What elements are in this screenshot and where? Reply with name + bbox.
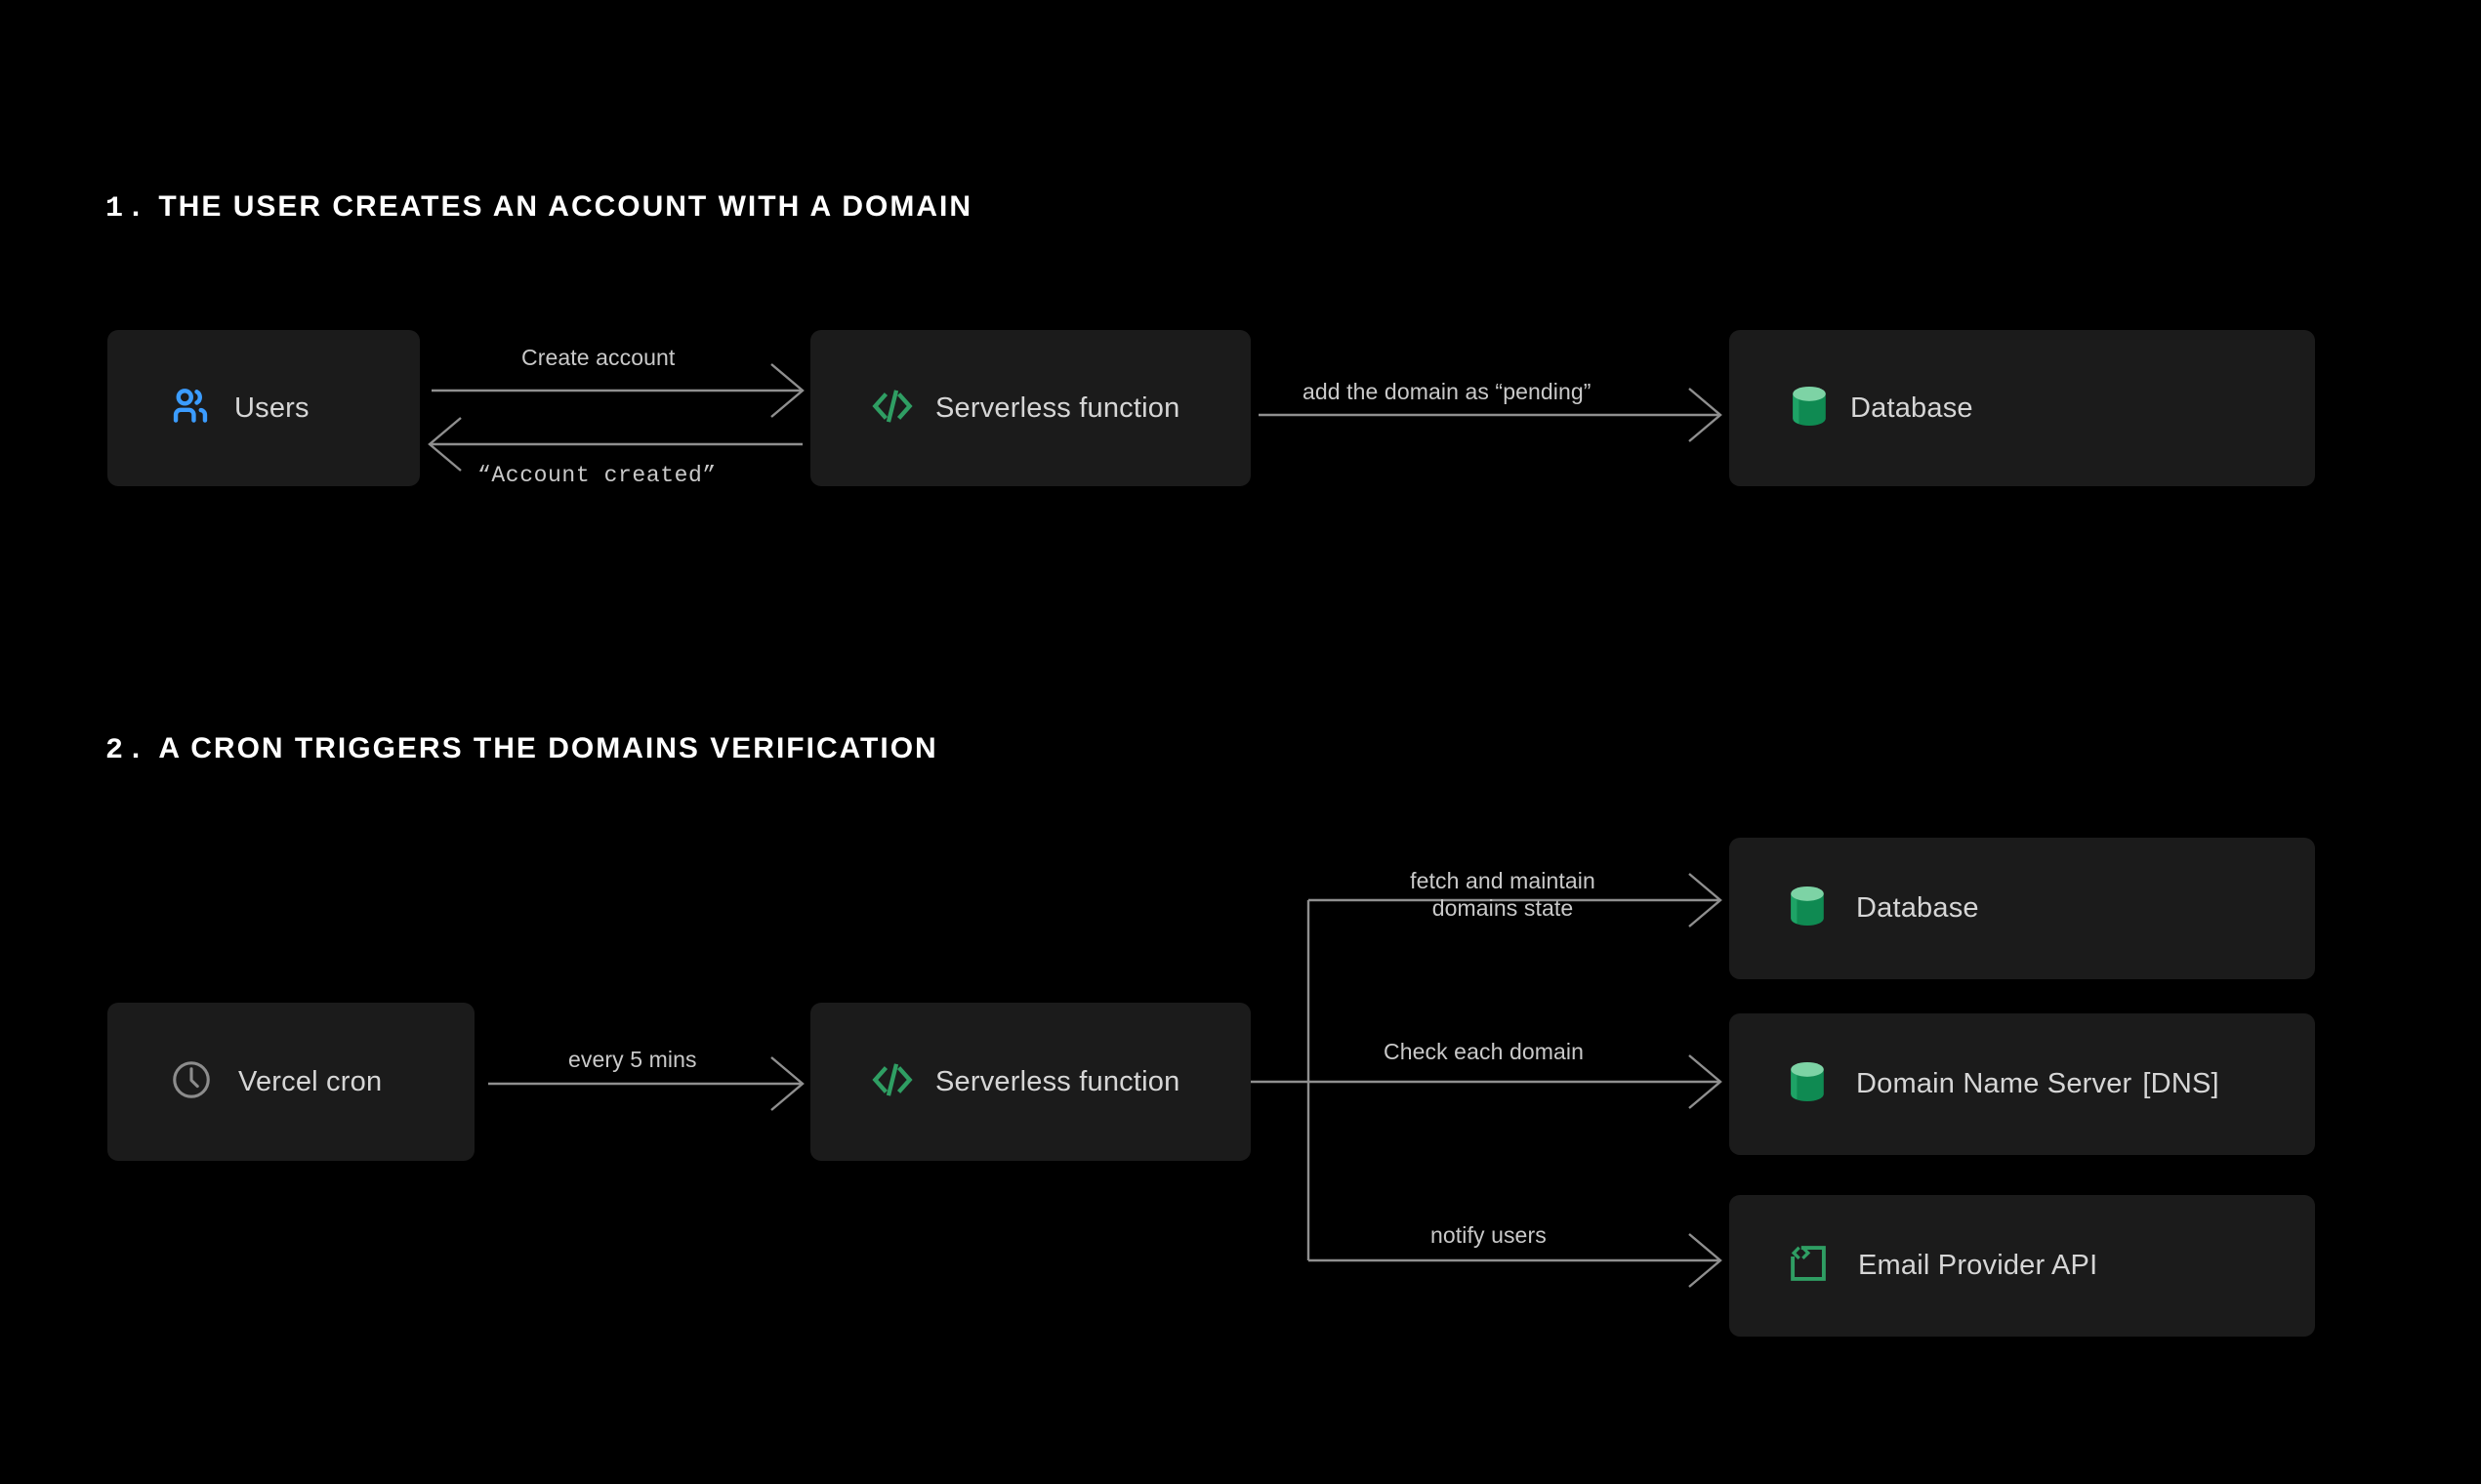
edge-label-create-account: Create account [521, 345, 676, 370]
section-1-number: 1. [105, 192, 149, 226]
node-dns-tag: [DNS] [2142, 1068, 2219, 1099]
section-2-title: A CRON TRIGGERS THE DOMAINS VERIFICATION [158, 732, 938, 764]
node-serverless-2-label: Serverless function [935, 1065, 1180, 1097]
node-database-1-content: Database [1729, 383, 1973, 434]
node-users[interactable]: Users [107, 330, 420, 486]
edge-label-fetch-maintain-line1: fetch and maintain [1410, 868, 1595, 893]
node-cron-label: Vercel cron [238, 1065, 383, 1097]
node-database-2-content: Database [1729, 883, 1979, 934]
section-2-title-spacer [148, 732, 158, 764]
node-vercel-cron[interactable]: Vercel cron [107, 1003, 475, 1161]
node-cron-content: Vercel cron [107, 1058, 382, 1106]
database-cylinder-icon [1788, 883, 1827, 934]
clock-icon [170, 1058, 213, 1106]
node-serverless-function-2[interactable]: Serverless function [810, 1003, 1251, 1161]
node-database-1[interactable]: Database [1729, 330, 2315, 486]
node-users-label: Users [234, 392, 310, 424]
database-cylinder-icon [1790, 383, 1829, 434]
edge-label-check-each-domain: Check each domain [1384, 1039, 1584, 1064]
node-dns-content: Domain Name Server [DNS] [1729, 1058, 2219, 1110]
code-icon [871, 387, 914, 431]
edge-label-notify-users: notify users [1430, 1222, 1547, 1248]
edge-create-account [432, 363, 805, 418]
node-database-1-label: Database [1850, 392, 1973, 424]
node-dns-label: Domain Name Server [1856, 1068, 2132, 1099]
node-serverless-2-content: Serverless function [810, 1060, 1179, 1104]
node-domain-name-server[interactable]: Domain Name Server [DNS] [1729, 1013, 2315, 1155]
node-serverless-function-1[interactable]: Serverless function [810, 330, 1251, 486]
node-email-content: Email Provider API [1729, 1243, 2097, 1289]
node-email-provider-api[interactable]: Email Provider API [1729, 1195, 2315, 1337]
node-serverless-1-content: Serverless function [810, 387, 1179, 431]
node-database-2-label: Database [1856, 892, 1979, 924]
edge-label-account-created: “Account created” [477, 463, 717, 488]
database-cylinder-icon [1788, 1058, 1827, 1110]
section-2-number: 2. [105, 734, 149, 767]
node-serverless-1-label: Serverless function [935, 392, 1180, 424]
node-users-content: Users [107, 384, 310, 433]
api-bracket-icon [1788, 1243, 1829, 1289]
edge-label-every-5-mins: every 5 mins [568, 1047, 697, 1072]
section-1-title: THE USER CREATES AN ACCOUNT WITH A DOMAI… [158, 190, 972, 223]
node-dns-label-wrap: Domain Name Server [DNS] [1856, 1068, 2219, 1100]
node-database-2[interactable]: Database [1729, 838, 2315, 979]
edge-label-fetch-maintain-line2: domains state [1431, 895, 1574, 922]
section-1-title-spacer [148, 190, 158, 223]
section-2-heading: 2. A CRON TRIGGERS THE DOMAINS VERIFICAT… [105, 732, 938, 767]
node-email-label: Email Provider API [1858, 1250, 2098, 1281]
users-icon [168, 384, 213, 433]
section-1-heading: 1. THE USER CREATES AN ACCOUNT WITH A DO… [105, 190, 972, 226]
edge-label-fetch-maintain: fetch and maintain domains state [1381, 867, 1625, 922]
edge-label-add-domain: add the domain as “pending” [1303, 379, 1592, 404]
code-icon [871, 1060, 914, 1104]
